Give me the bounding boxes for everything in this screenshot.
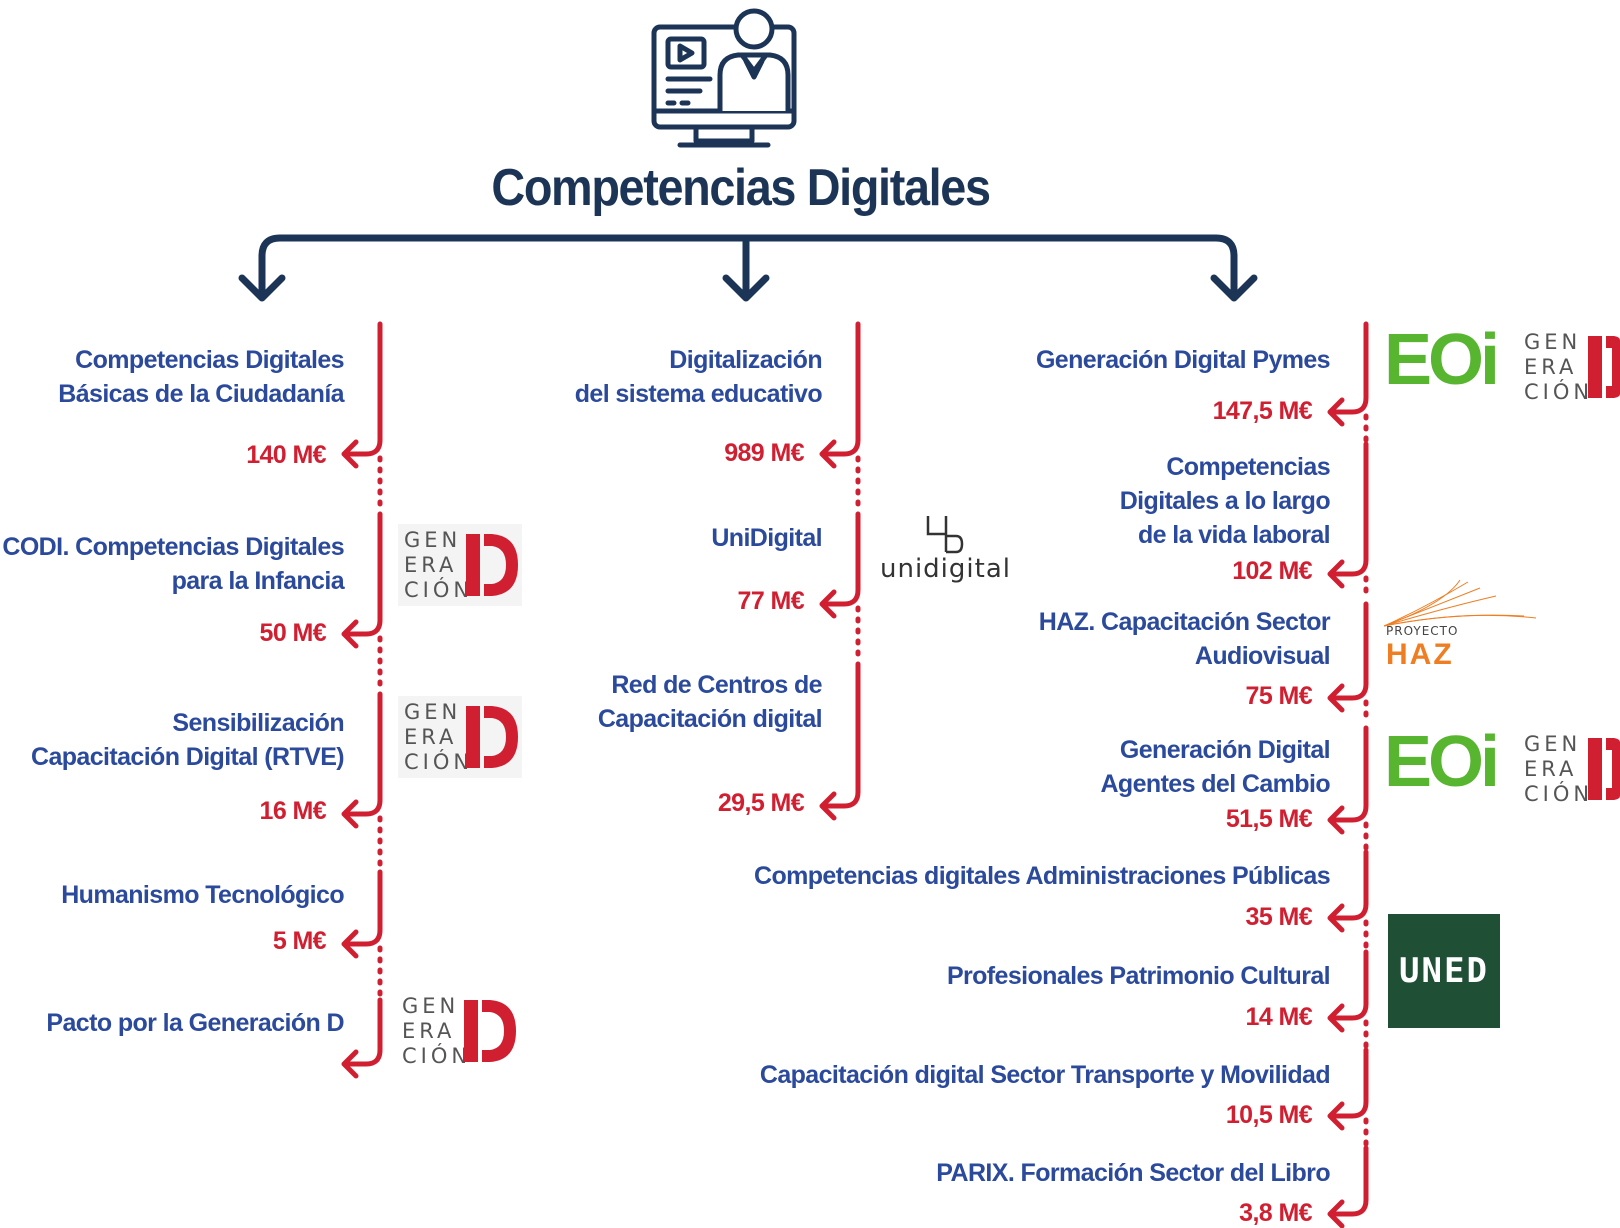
uned-logo: UNED [1388, 914, 1500, 1028]
program-amount: 16 M€ [259, 797, 327, 825]
program-label: Profesionales Patrimonio Cultural [946, 962, 1331, 990]
eoi-logo: EOi [1384, 722, 1500, 802]
program-amount: 10,5 M€ [1225, 1101, 1313, 1129]
program-amount: 989 M€ [724, 439, 804, 467]
program-amount: 14 M€ [1245, 1003, 1313, 1031]
program-label: UniDigital [711, 524, 822, 552]
generacion-d-logo: GEN ERA CIÓN [1518, 728, 1620, 810]
generacion-d-logo: GEN ERA CIÓN [396, 990, 520, 1072]
program-amount: 3,8 M€ [1239, 1199, 1312, 1227]
program-amount: 75 M€ [1245, 682, 1313, 710]
haz-logo-small-text: PROYECTO [1386, 624, 1459, 638]
generacion-d-logo: GEN ERA CIÓN [398, 696, 522, 778]
program-amount: 35 M€ [1245, 903, 1313, 931]
program-label: Generación Digital Pymes [1035, 346, 1331, 374]
program-amount: 51,5 M€ [1225, 805, 1313, 833]
eoi-logo: EOi [1384, 320, 1500, 400]
program-amount: 147,5 M€ [1212, 397, 1313, 425]
program-amount: 50 M€ [259, 619, 327, 647]
program-amount: 29,5 M€ [717, 789, 805, 817]
haz-rays-icon [1384, 579, 1537, 627]
program-amount: 102 M€ [1232, 557, 1312, 585]
haz-logo-text: HAZ [1386, 638, 1454, 671]
program-amount: 140 M€ [246, 441, 326, 469]
computer-user-video-icon [651, 8, 797, 148]
program-label: PARIX. Formación Sector del Libro [936, 1159, 1330, 1187]
program-label: Capacitación digital Sector Transporte y… [759, 1061, 1331, 1089]
generacion-d-logo: GEN ERA CIÓN [398, 524, 522, 606]
unidigital-logo-text: unidigital [880, 554, 1011, 584]
program-amount: 5 M€ [272, 927, 327, 955]
program-label: Humanismo Tecnológico [61, 881, 344, 909]
unidigital-mark-icon [926, 516, 964, 554]
page-title: Competencias Digitales [491, 159, 991, 217]
program-label: Pacto por la Generación D [46, 1009, 344, 1037]
top-bracket-connector [238, 234, 1258, 302]
generacion-d-logo: GEN ERA CIÓN [1518, 326, 1620, 408]
program-amount: 77 M€ [737, 587, 805, 615]
program-label: Competencias digitales Administraciones … [753, 862, 1331, 890]
